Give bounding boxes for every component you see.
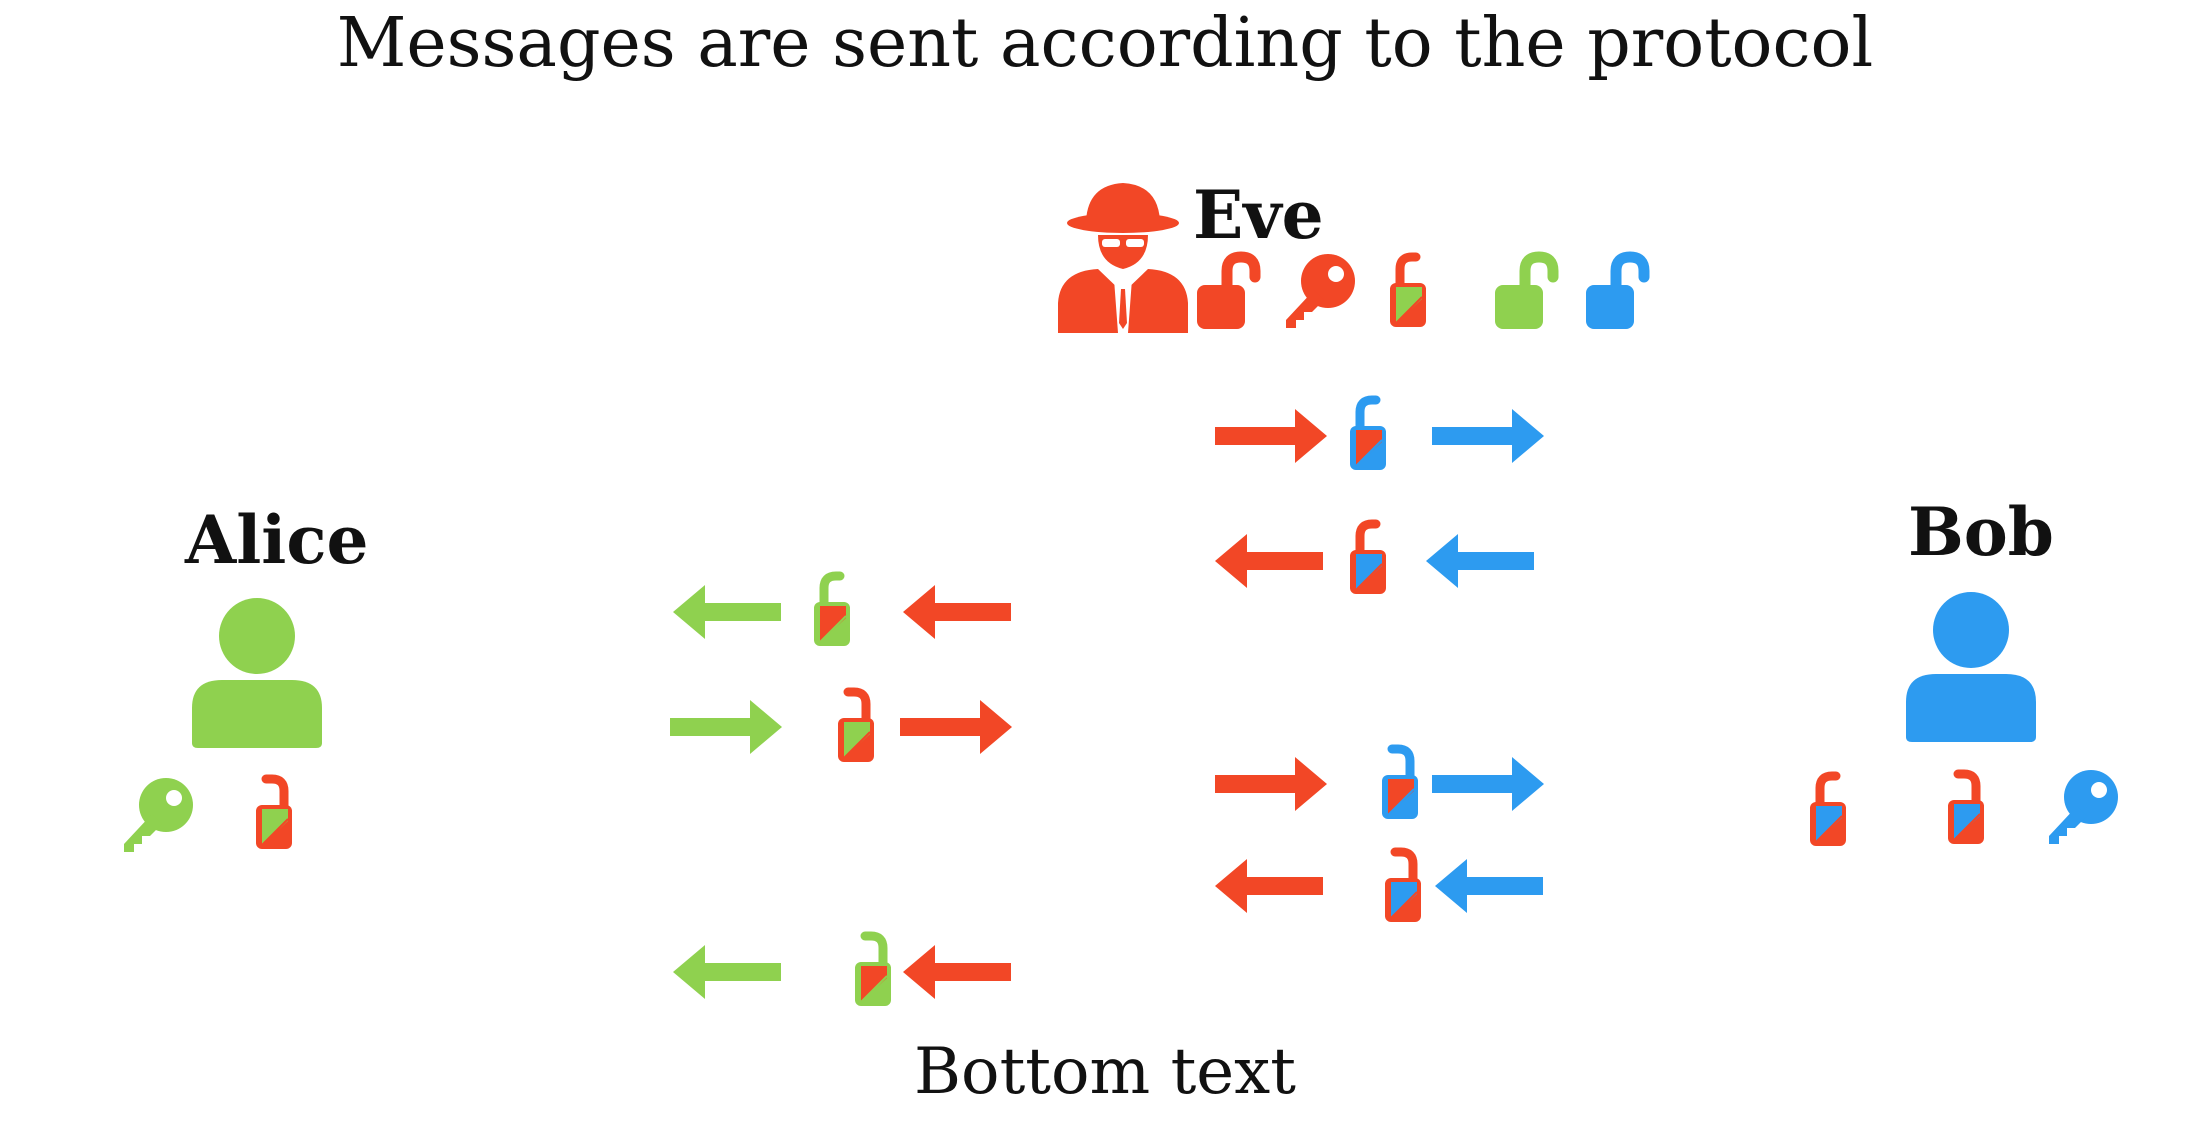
arrow-alice-left-1 [673, 585, 781, 639]
arrow-bob-right-1 [1432, 409, 1544, 463]
lock-eve-bob-2 [1350, 519, 1386, 594]
lock-alice-eve-3 [855, 931, 891, 1006]
alice-key-icon [124, 778, 193, 852]
alice-padlock-icon [256, 774, 292, 849]
eve-label: Eve [1193, 176, 1324, 254]
bob-person-icon [1906, 592, 2036, 742]
arrow-alice-right-1 [670, 700, 782, 754]
eve-padlock-open-blue-icon [1586, 251, 1650, 329]
arrow-eve-right-2 [1215, 757, 1327, 811]
bob-padlock-icon-1 [1810, 771, 1846, 846]
bottom-text: Bottom text [914, 1035, 1296, 1109]
lock-eve-bob-4 [1385, 847, 1421, 922]
arrow-eve-left-3 [903, 585, 1011, 639]
arrow-eve-left-1 [1215, 534, 1323, 588]
alice-person-icon [192, 598, 322, 748]
bob-padlock-icon-2 [1948, 769, 1984, 844]
arrow-eve-left-2 [1215, 859, 1323, 913]
eve-padlock-open-icon [1197, 251, 1261, 329]
alice-label: Alice [185, 501, 369, 579]
arrow-eve-right-3 [900, 700, 1012, 754]
arrow-eve-right-1 [1215, 409, 1327, 463]
eve-padlock-open-green-icon [1495, 251, 1559, 329]
eve-spy-icon [1058, 183, 1188, 333]
diagram-title: Messages are sent according to the proto… [336, 4, 1874, 83]
arrow-eve-left-4 [903, 945, 1011, 999]
bob-label: Bob [1908, 493, 2054, 571]
bob-key-icon [2049, 770, 2118, 844]
arrow-bob-left-1 [1426, 534, 1534, 588]
arrow-alice-left-2 [673, 945, 781, 999]
eve-padlock-icon [1390, 252, 1426, 327]
lock-eve-bob-1 [1350, 395, 1386, 470]
lock-alice-eve-1 [814, 571, 850, 646]
eve-key-icon [1286, 254, 1355, 328]
arrow-bob-left-2 [1435, 859, 1543, 913]
arrow-bob-right-2 [1432, 757, 1544, 811]
lock-alice-eve-2 [838, 687, 874, 762]
lock-eve-bob-3 [1382, 744, 1418, 819]
